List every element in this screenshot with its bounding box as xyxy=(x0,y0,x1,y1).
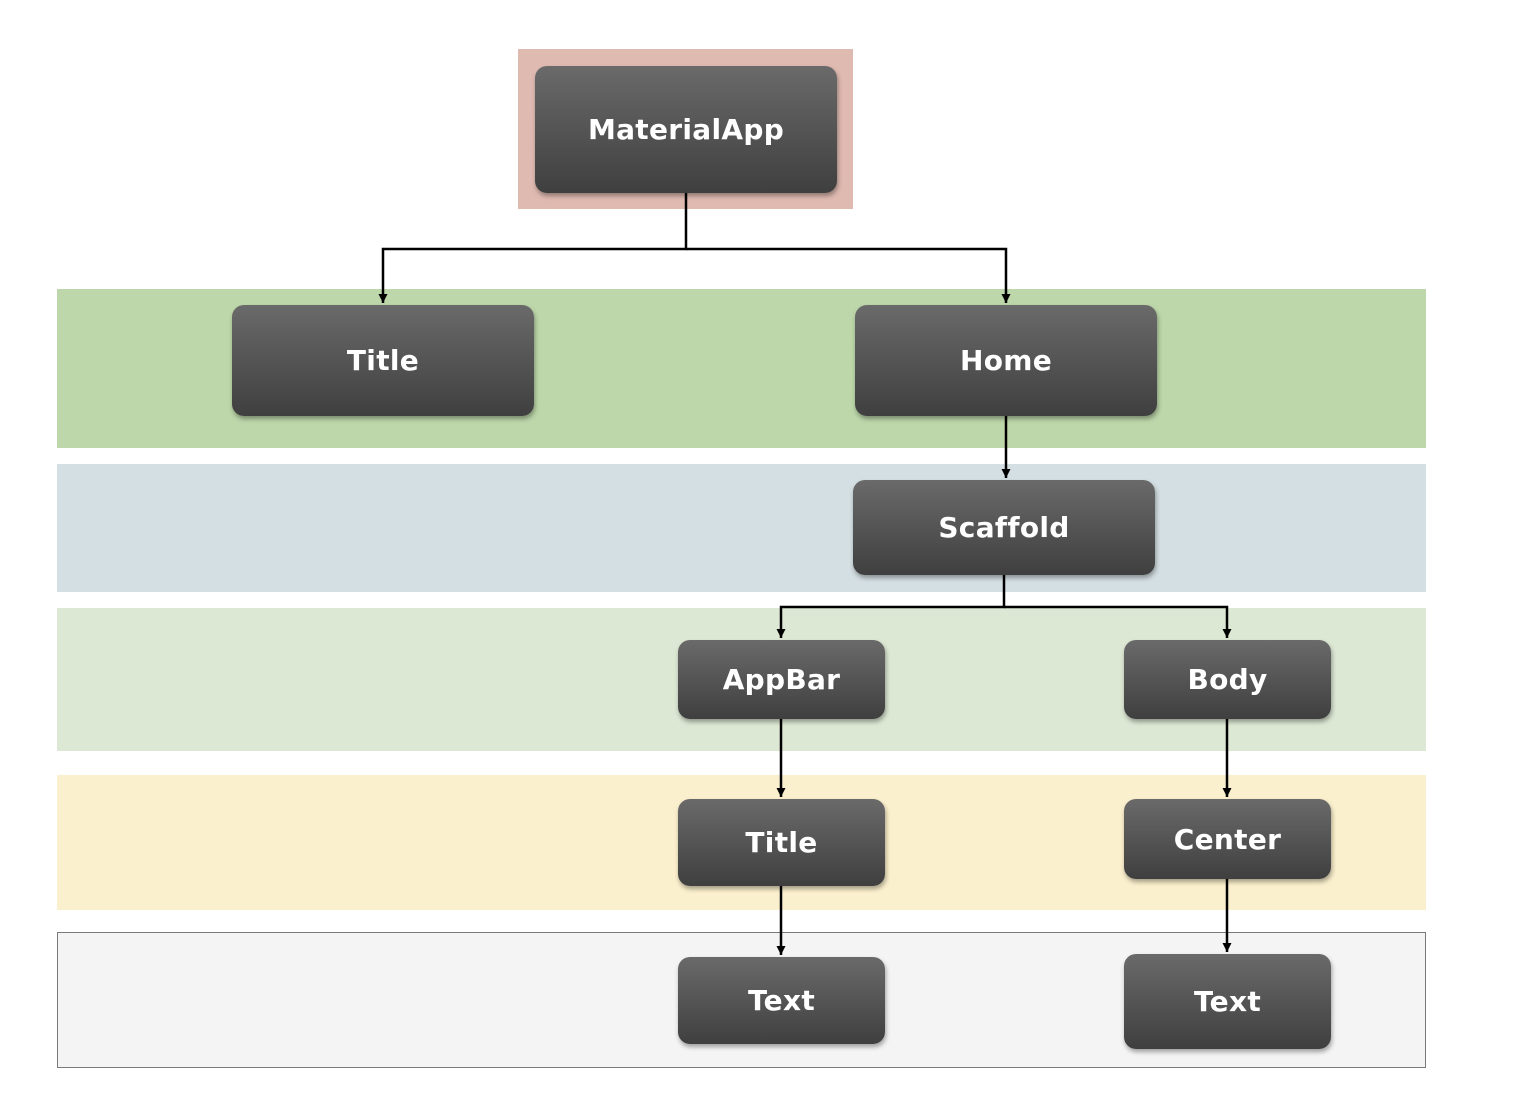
node-label: Home xyxy=(959,344,1053,377)
node-appbar: AppBar xyxy=(678,640,885,719)
level-band-2 xyxy=(57,464,1426,592)
node-center-text: Text xyxy=(1124,954,1331,1049)
node-label: Center xyxy=(1173,822,1282,856)
node-label: Title xyxy=(745,826,818,859)
node-title: Title xyxy=(232,305,534,416)
node-label: Body xyxy=(1187,663,1268,696)
node-label: Text xyxy=(1193,985,1262,1018)
node-materialapp: MaterialApp xyxy=(535,66,837,193)
node-label: AppBar xyxy=(722,663,841,696)
node-title-text: Text xyxy=(678,957,885,1044)
node-home: Home xyxy=(855,305,1157,416)
node-center: Center xyxy=(1124,799,1331,879)
node-label: MaterialApp xyxy=(587,113,785,146)
node-appbar-title: Title xyxy=(678,799,885,886)
node-label: Text xyxy=(747,984,816,1017)
node-label: Scaffold xyxy=(938,511,1070,544)
node-scaffold: Scaffold xyxy=(853,480,1155,575)
edge-materialapp-title xyxy=(378,193,688,303)
node-body: Body xyxy=(1124,640,1331,719)
node-label: Title xyxy=(346,344,420,377)
